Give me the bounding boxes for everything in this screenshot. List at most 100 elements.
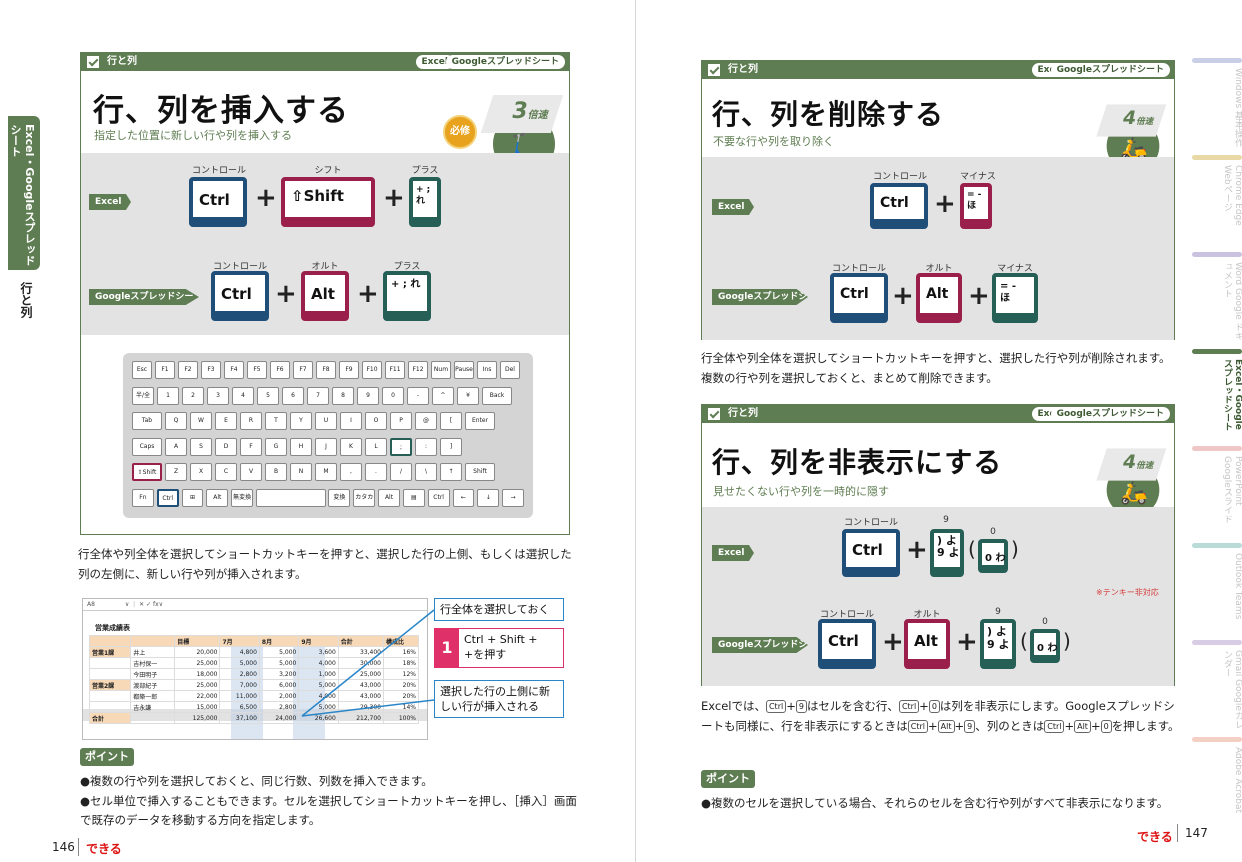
google-tag: Googleスプレッドシート: [712, 289, 808, 305]
chapter-tab-bar[interactable]: [1192, 58, 1242, 63]
key-inline: 9: [964, 720, 976, 733]
keyboard-key: Ins: [477, 361, 497, 379]
chapter-tab-bar[interactable]: [1192, 349, 1242, 354]
body-paragraph-1: 行全体や列全体を選択してショートカットキーを押すと、選択した行や列が削除されます…: [701, 351, 1171, 385]
keyboard-key: ¥: [457, 386, 479, 405]
speed-value: 4倍速: [1123, 451, 1154, 473]
plus-sign: +: [882, 627, 904, 657]
keyboard-key: I: [340, 412, 362, 430]
google-tag: Googleスプレッドシート: [89, 289, 199, 305]
keyboard-key: K: [340, 437, 362, 456]
keyboard-key: ←: [452, 488, 475, 507]
chapter-tab-bar[interactable]: [1192, 446, 1242, 451]
keyboard-key: Del: [500, 361, 520, 379]
key-label-ctrl: コントロール: [819, 610, 874, 620]
chapter-tab-bar[interactable]: [1192, 252, 1242, 257]
chapter-tab-label[interactable]: PowerPoint Googleスライド: [1222, 456, 1242, 524]
keyboard-key: F8: [316, 361, 336, 379]
page-subtitle: 指定した位置に新しい行や列を挿入する: [94, 129, 292, 142]
chapter-tab-label[interactable]: Excel・Google スプレッドシート: [1222, 359, 1242, 431]
keyboard-key: 半/全: [132, 386, 154, 405]
key-inline: Ctrl: [898, 700, 920, 713]
page-number: 146: [52, 840, 75, 854]
side-subtopic-label: 行と列: [19, 282, 33, 318]
chapter-tab-bar[interactable]: [1192, 640, 1242, 645]
callout-result: 選択した行の上側に新しい行が挿入される: [434, 680, 564, 718]
keyboard-key: -: [407, 386, 429, 405]
key-inline: 0: [928, 700, 940, 713]
plus-sign: +: [892, 281, 914, 311]
keyboard-key: Pause: [454, 361, 474, 379]
keyboard-key: ↓: [477, 488, 500, 507]
key-label-ctrl: コントロール: [212, 262, 267, 272]
step-number: 1: [434, 628, 460, 668]
paren-close: ): [1011, 537, 1019, 561]
callout-step: Ctrl + Shift + +を押す: [458, 628, 564, 668]
keyboard-key: F10: [362, 361, 382, 379]
keyboard-key: N: [290, 463, 312, 481]
google-tag: Googleスプレッドシート: [712, 637, 808, 653]
formula-bar: A8∨ ⋮ ✕ ✓ fx∨: [83, 599, 427, 611]
keyboard-key: Alt: [206, 488, 229, 507]
excel-tag: Excel: [712, 199, 754, 215]
keyboard-key: M: [315, 463, 337, 481]
keyboard-key: 3: [207, 386, 229, 405]
keyboard-key: /: [390, 463, 412, 481]
keyboard-key: Y: [290, 412, 312, 430]
keyboard-key: Caps Lock: [132, 437, 162, 456]
callout-step-b: +を押す: [464, 648, 507, 661]
publisher-logo: できる: [86, 842, 122, 856]
keyboard-key: [: [440, 412, 462, 430]
keyboard-key: ]: [440, 437, 462, 456]
keyboard-key: Back space: [482, 386, 512, 405]
key-label-0: 0: [1042, 617, 1048, 627]
key-inline: Ctrl: [907, 720, 929, 733]
plus-sign: +: [934, 189, 956, 219]
chapter-tab-bar[interactable]: [1192, 737, 1242, 742]
keyboard-key: ⇧Shift: [132, 463, 162, 481]
chapter-tab-bar[interactable]: [1192, 155, 1242, 160]
side-category-label: Excel・Googleスプレッドシート: [9, 124, 36, 266]
keyboard-key: Ctrl: [427, 488, 450, 507]
keyboard-key: .: [365, 463, 387, 481]
key-label-alt: オルト: [311, 262, 339, 272]
keyboard-key: [256, 488, 326, 507]
keyboard-key: 5: [257, 386, 279, 405]
key-alt: Alt: [904, 619, 950, 669]
callout-connector: [301, 609, 435, 717]
side-category-tab[interactable]: Excel・Googleスプレッドシート: [8, 116, 40, 270]
key-label-ctrl: コントロール: [843, 518, 898, 528]
spreadsheet-screenshot: A8∨ ⋮ ✕ ✓ fx∨ 営業成績表 目標7月8月9月合計構成比営業1課井上2…: [82, 598, 428, 740]
key-ctrl: Ctrl: [842, 529, 900, 577]
keyboard-key: X: [190, 463, 212, 481]
keyboard-key: 8: [332, 386, 354, 405]
key-minus: = - ほ: [960, 183, 992, 229]
callout-select-row: 行全体を選択しておく: [434, 598, 564, 621]
keyboard-key: 4: [232, 386, 254, 405]
paren-open: (: [968, 537, 976, 561]
plus-sign: +: [383, 183, 405, 213]
chapter-tab-label[interactable]: Adobe Acrobat: [1233, 747, 1242, 814]
chapter-tab-label[interactable]: Gmail Googleカレンダー: [1222, 650, 1242, 729]
chapter-tab-label[interactable]: Windows 基本操作: [1233, 68, 1242, 148]
table-cell: 100%: [383, 712, 419, 724]
panel-header: 行と列 Excel Googleスプレッドシート: [702, 405, 1174, 423]
shortcut-panel-insert: 行と列 Excel Googleスプレッドシート 行、列を挿入する 指定した位置…: [80, 52, 570, 535]
chapter-tab-label[interactable]: Word Google ドキュメント: [1222, 262, 1242, 341]
keyboard-key: D: [215, 437, 237, 456]
key-label-plus: プラス: [393, 262, 421, 272]
chapter-tab-bar[interactable]: [1192, 543, 1242, 548]
keyboard-key: Ctrl: [156, 488, 179, 507]
table-header-cell: 8月: [258, 635, 300, 647]
chapter-tab-label[interactable]: Outlook Teams: [1233, 553, 1242, 620]
page-title: 行、列を挿入する: [93, 93, 349, 129]
keyboard-key: F3: [201, 361, 221, 379]
key-label-0: 0: [990, 527, 996, 537]
must-badge: 必修: [443, 115, 477, 149]
key-plus: + ; れ: [409, 177, 441, 227]
body-paragraph: 行全体や列全体を選択してショートカットキーを押すと、選択した行の上側、もしくは選…: [78, 547, 572, 581]
key-ctrl: Ctrl: [830, 273, 888, 323]
chapter-tab-label[interactable]: Chrome Edge Webページ: [1222, 165, 1242, 226]
